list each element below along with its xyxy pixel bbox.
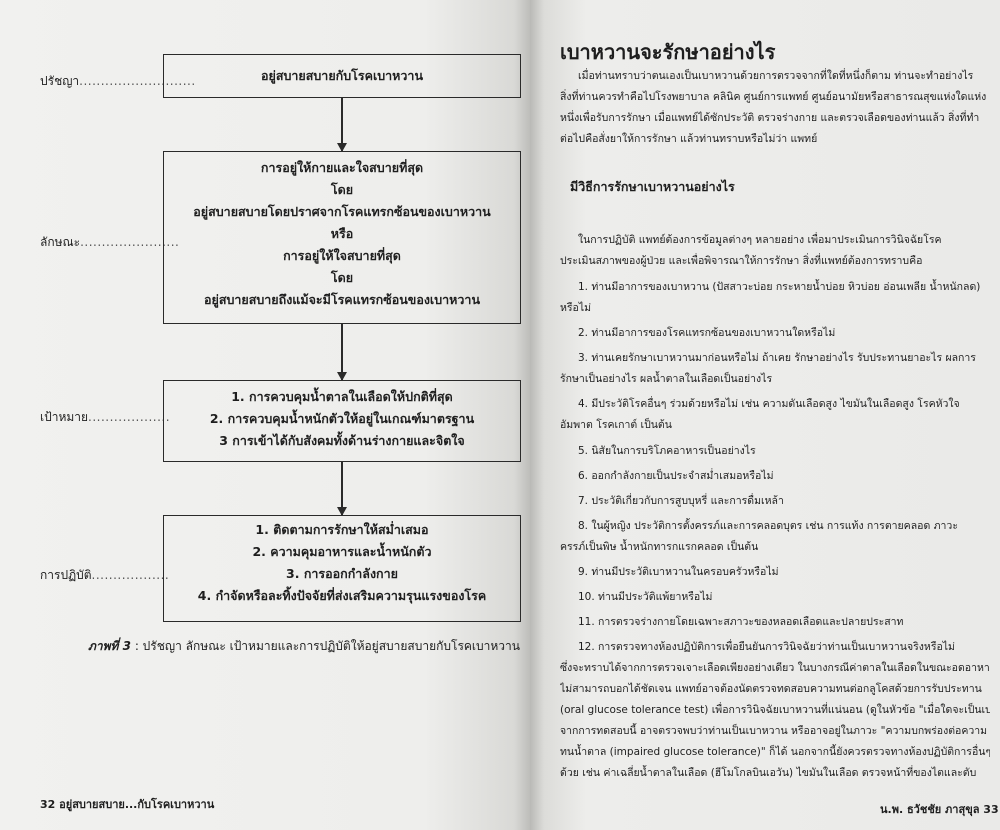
flow-line: 2. การควบคุมน้ำหนักตัวให้อยู่ในเกณฑ์มาตร…	[209, 411, 475, 426]
figure-caption: ภาพที่ 3 : ปรัชญา ลักษณะ เป้าหมายและการป…	[88, 637, 520, 656]
body-line: 6. ออกกำลังกายเป็นประจำสม่ำเสมอหรือไม่	[578, 470, 774, 482]
flow-arrow	[337, 324, 346, 381]
body-line: 3. ท่านเคยรักษาเบาหวานมาก่อนหรือไม่ ถ้าเ…	[578, 352, 976, 364]
body-line: หรือไม่	[560, 302, 592, 314]
intro-line: เมื่อท่านทราบว่าตนเองเป็นเบาหวานด้วยการต…	[578, 70, 974, 82]
body-line: 11. การตรวจร่างกายโดยเฉพาะสภาวะของหลอดเล…	[578, 616, 904, 628]
side-label-goals: เป้าหมาย...................	[40, 410, 171, 424]
flow-line: อยู่สบายสบายโดยปราศจากโรคแทรกซ้อนของเบาห…	[193, 204, 491, 219]
flow-line: 4. กำจัดหรือละทิ้งปัจจัยที่ส่งเสริมความร…	[197, 588, 487, 603]
flow-box-characteristics: การอยู่ให้กายและใจสบายที่สุด โดย อยู่สบา…	[163, 151, 521, 324]
flow-line: โดย	[330, 182, 354, 197]
page-title: เบาหวานจะรักษาอย่างไร	[560, 40, 776, 64]
section-subheading: มีวิธีการรักษาเบาหวานอย่างไร	[570, 179, 735, 194]
body-line: 1. ท่านมีอาการของเบาหวาน (ปัสสาวะบ่อย กร…	[578, 281, 981, 293]
body-line: 10. ท่านมีประวัติแพ้ยาหรือไม่	[578, 591, 713, 603]
flow-line: อยู่สบายสบายถึงแม้จะมีโรคแทรกซ้อนของเบาห…	[203, 292, 480, 307]
figure-label: ภาพที่ 3	[88, 639, 131, 653]
flow-line: หรือ	[330, 226, 354, 241]
flow-line: อยู่สบายสบายกับโรคเบาหวาน	[261, 68, 423, 83]
side-label-characteristics: ลักษณะ.......................	[40, 235, 180, 249]
body-line: 2. ท่านมีอาการของโรคแทรกซ้อนของเบาหวานใด…	[578, 327, 836, 339]
body-line: 12. การตรวจทางห้องปฏิบัติการเพื่อยืนยันก…	[578, 641, 955, 653]
body-line: ไม่สามารถบอกได้ชัดเจน แพทย์อาจต้องนัดตรว…	[560, 683, 982, 695]
body-line: ประเมินสภาพของผู้ป่วย และเพื่อพิจารณาให้…	[560, 255, 923, 267]
flow-line: 1. ติดตามการรักษาให้สม่ำเสมอ	[255, 522, 429, 537]
page-footer-left: 32 อยู่สบายสบาย...กับโรคเบาหวาน	[40, 798, 215, 811]
body-line: 7. ประวัติเกี่ยวกับการสูบบุหรี่ และการดื…	[578, 495, 784, 507]
flow-arrow	[337, 98, 346, 152]
flow-box-practice: 1. ติดตามการรักษาให้สม่ำเสมอ 2. ความคุมอ…	[163, 515, 521, 622]
flow-line: การอยู่ให้ใจสบายที่สุด	[283, 248, 401, 263]
body-line: 4. มีประวัติโรคอื่นๆ ร่วมด้วยหรือไม่ เช่…	[578, 398, 960, 410]
right-page: เบาหวานจะรักษาอย่างไร เมื่อท่านทราบว่าตน…	[530, 0, 1000, 830]
flow-line: 3. การออกกำลังกาย	[286, 566, 398, 581]
flow-arrow	[337, 462, 346, 516]
body-line: ในการปฏิบัติ แพทย์ต้องการข้อมูลต่างๆ หลา…	[578, 234, 942, 246]
flow-box-philosophy: อยู่สบายสบายกับโรคเบาหวาน	[163, 54, 521, 98]
body-line: ซึ่งจะทราบได้จากการตรวจเจาะเลือดเพียงอย่…	[560, 662, 990, 674]
flow-line: 2. ความคุมอาหารและน้ำหนักตัว	[252, 544, 432, 559]
intro-line: สิ่งที่ท่านควรทำคือไปโรงพยาบาล คลินิค ศู…	[560, 91, 987, 103]
left-page: ปรัชญา........................... ลักษณะ…	[0, 0, 530, 830]
intro-line: หนึ่งเพื่อรับการรักษา เมื่อแพทย์ได้ซักปร…	[560, 112, 980, 124]
body-line: จากการทดสอบนี้ อาจตรวจพบว่าท่านเป็นเบาหว…	[560, 725, 988, 737]
body-line: 9. ท่านมีประวัติเบาหวานในครอบครัวหรือไม่	[578, 566, 779, 578]
page-footer-right: น.พ. ธวัชชัย ภาสุขุล 33	[880, 803, 999, 816]
body-line: 8. ในผู้หญิง ประวัติการตั้งครรภ์และการคล…	[578, 520, 958, 532]
flow-line: การอยู่ให้กายและใจสบายที่สุด	[260, 160, 424, 175]
flow-line: 1. การควบคุมน้ำตาลในเลือดให้ปกติที่สุด	[231, 389, 453, 404]
flow-line: 3 การเข้าได้กับสังคมทั้งด้านร่างกายและจิ…	[219, 433, 465, 448]
side-label-philosophy: ปรัชญา...........................	[40, 74, 196, 88]
body-line: ครรภ์เป็นพิษ น้ำหนักทารกแรกคลอด เป็นต้น	[560, 541, 759, 553]
body-line: รักษาเป็นอย่างไร ผลน้ำตาลในเลือดเป็นอย่า…	[560, 373, 773, 385]
flow-box-goals: 1. การควบคุมน้ำตาลในเลือดให้ปกติที่สุด 2…	[163, 380, 521, 462]
figure-caption-text: : ปรัชญา ลักษณะ เป้าหมายและการปฏิบัติให้…	[134, 639, 520, 653]
body-line: อัมพาต โรคเกาต์ เป็นต้น	[560, 419, 672, 431]
body-line: 5. นิสัยในการบริโภคอาหารเป็นอย่างไร	[578, 445, 756, 457]
body-line: ทนน้ำตาล (impaired glucose tolerance)" ก…	[560, 746, 990, 758]
intro-line: ต่อไปคือสั่งยาให้การรักษา แล้วท่านทราบหร…	[560, 133, 818, 145]
body-line: ด้วย เช่น ค่าเฉลี่ยน้ำตาลในเลือด (ฮีโมโก…	[560, 767, 977, 779]
side-label-practice: การปฏิบัติ..................	[40, 568, 170, 582]
body-line: (oral glucose tolerance test) เพื่อการวิ…	[560, 704, 990, 716]
flow-line: โดย	[330, 270, 354, 285]
